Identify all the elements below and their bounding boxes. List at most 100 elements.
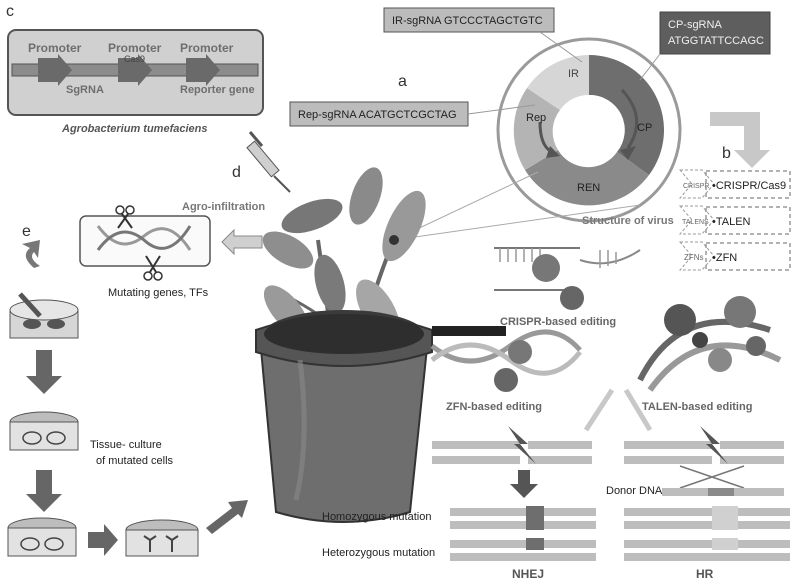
segment-ir [527,55,589,110]
petri-dish-2-wall [9,421,79,451]
leaf-2 [349,167,383,225]
panel-b-arrow [710,112,770,168]
homozygous-mutation-mark [526,506,544,530]
nhej-down-arrow [510,470,538,498]
segment-label-ir: IR [568,68,579,80]
crispr-editing-label: CRISPR-based editing [500,316,616,328]
hr-dsb-strand-2 [624,456,784,464]
rep-connector [467,104,536,115]
homozygous-strand-1 [450,508,596,516]
promoter-label-2: Promoter [108,41,162,55]
tissue-culture-label-1: Tissue- culture [90,439,162,451]
panel-a: a IR CP REN Rep IR-sgRNA GTCCCTAGCTGTC C… [289,7,771,241]
ir-connector [539,31,583,63]
hr-label: HR [696,567,714,581]
tool-label-crispr: •CRISPR/Cas9 [712,180,786,192]
branch-arrow-right [623,388,653,432]
branch-arrow-left [583,388,615,432]
virus-center [554,95,624,165]
tool-row-zfn: ZFNs •ZFN [678,241,791,271]
hr-result-strand-2 [624,521,790,529]
cp-sgrna-name: CP-sgRNA [668,19,722,31]
dish-pointer [18,292,42,318]
segment-label-cp: CP [637,122,652,134]
down-arrow-1 [26,350,62,394]
organism-label: Agrobacterium tumefaciens [61,123,207,135]
ir-sgrna-box [383,7,555,33]
segment-label-ren: REN [577,182,600,194]
hr-result-strand-3 [624,540,790,548]
scissors-icon [115,205,135,229]
talen-editing-label: TALEN-based editing [642,401,752,413]
tool-row-crispr: CRISPR •CRISPR/Cas9 [678,169,791,199]
crispr-complex [494,247,641,310]
homozygous-label: Homozygous mutation [322,511,431,523]
hr-result-strand-1 [624,508,790,516]
lightning-icon-nhej [508,426,536,464]
reporter-gene-label: Reporter gene [180,84,255,96]
tool-row-talen: TALENS •TALEN [678,205,791,235]
promoter-arrow-2 [118,54,152,86]
hr-result-strand-4 [624,553,790,561]
tool-tag-crispr: CRISPR [683,183,709,190]
cp-sgrna-sequence: ATGGTATTCCAGC [668,35,764,47]
panel-c: c Promoter Promoter Promoter Cas9 SgRNA … [6,3,264,135]
leaf-4 [262,231,314,269]
segment-ren [525,150,649,206]
syringe-icon [246,131,291,193]
homozygous-strand-2 [450,521,596,529]
promoter-label-1: Promoter [28,41,82,55]
tool-tag-zfn: ZFNs [684,253,704,262]
tool-box-crispr [705,170,791,199]
panel-letter-a: a [398,73,407,90]
heterozygous-strand-1 [450,540,596,548]
down-arrow-2 [26,470,62,512]
plantlets [143,535,179,552]
promoter-arrow-1 [38,54,72,86]
panel-letter-d: d [232,164,241,181]
tool-tag-shape-talen [678,205,715,235]
panel-letter-c: c [6,3,14,20]
hr-insert-mark-1 [712,506,738,530]
segment-label-rep: Rep [526,112,546,124]
leaf-5 [314,254,346,314]
talen-complex [637,296,782,392]
rep-sgrna-label: Rep-sgRNA ACATGCTCGCTAG [298,109,457,121]
leaf-virus-line-2 [393,204,641,241]
rep-sgrna-box [289,101,469,127]
leaf-1 [281,198,343,234]
right-arrow [88,524,118,556]
editing-mechanisms: CRISPR-based editing ZFN-based editing T… [322,247,790,581]
petri-dish-4-wall [125,529,199,557]
panel-letter-b: b [722,145,731,162]
nhej-dsb-strand-1 [432,441,592,449]
tissue-culture-label-2: of mutated cells [96,455,174,467]
leaf-disc-1 [23,319,41,329]
pot-soil-top [264,314,424,354]
diagonal-arrow [206,500,248,534]
panel-d: d Agro-infiltration [79,131,433,523]
gene-dna-strand-1 [96,225,192,251]
tool-tag-shape-crispr [678,169,715,199]
segment-cp [589,55,664,175]
callus-1 [22,431,42,445]
curl-arrow-icon [22,240,40,268]
structure-of-virus-label: Structure of virus [582,215,674,227]
infection-spot [389,235,399,245]
infiltration-arrow [221,228,263,256]
petri-dish-3-wall [7,527,77,557]
cp-connector [639,53,661,81]
heterozygous-strand-2 [450,553,596,561]
ir-sgrna-label: IR-sgRNA GTCCCTAGCTGTC [392,15,543,27]
hr-insert-mark-2 [712,538,738,550]
donor-dna-label: Donor DNA [606,485,663,497]
zfn-editing-label: ZFN-based editing [446,401,542,413]
callus-3 [20,537,40,551]
panel-b: b CRISPR •CRISPR/Cas9 TALENS •TALEN ZFNs… [678,112,791,271]
heterozygous-mutation-mark [526,538,544,550]
nhej-dsb-strand-2 [432,456,592,464]
cp-arrowhead [620,146,636,160]
cp-arrow [620,88,639,149]
pot-highlight [293,359,307,501]
